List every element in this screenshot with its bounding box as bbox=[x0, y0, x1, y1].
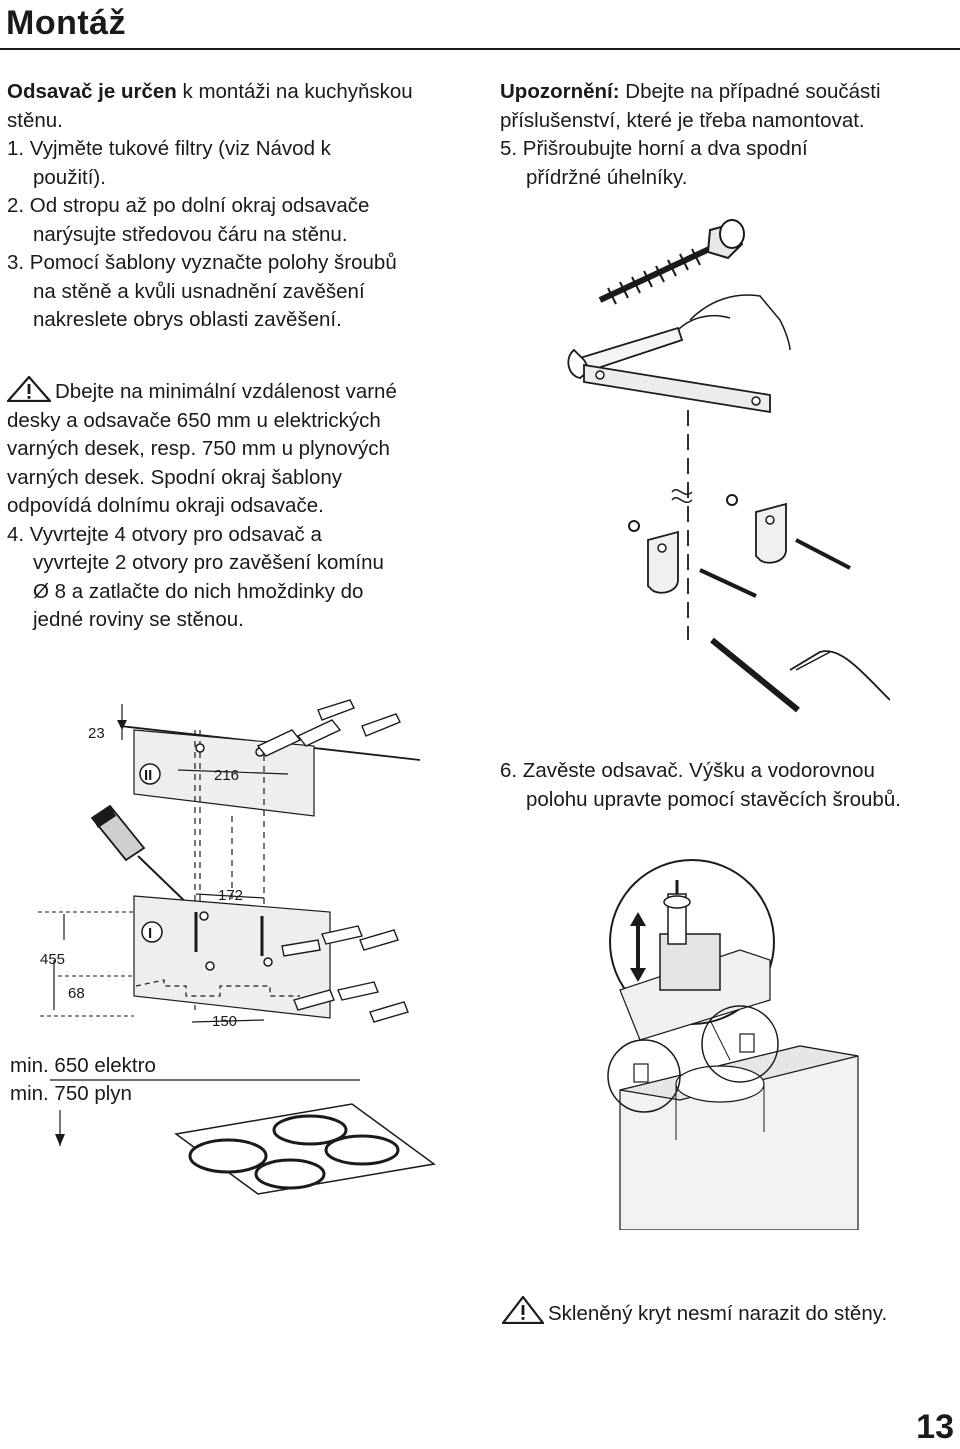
step-4-cont-3: jedné roviny se stěnou. bbox=[33, 608, 244, 631]
drill-icon bbox=[90, 804, 197, 913]
step-6-block: 6. Zavěste odsavač. Výšku a vodorovnou p… bbox=[500, 757, 960, 814]
warning-line-4: varných desek. Spodní okraj šablony bbox=[7, 465, 343, 489]
min-gas-label: min. 750 plyn bbox=[10, 1082, 132, 1105]
bottom-warning: Skleněný kryt nesmí narazit do stěny. bbox=[502, 1296, 952, 1329]
hood-body-icon bbox=[619, 1045, 859, 1230]
warning-block: Dbejte na minimální vzdálenost varné des… bbox=[7, 376, 477, 635]
notice: Upozornění: Dbejte na případné součásti bbox=[500, 78, 955, 107]
dim-68-label: 68 bbox=[68, 985, 85, 1002]
warning-line-5: odpovídá dolnímu okraji odsavače. bbox=[7, 494, 324, 517]
page-title: Montáž bbox=[6, 4, 127, 42]
adjusting-screw-detail bbox=[619, 880, 771, 1041]
step-4: 4. Vyvrtejte 4 otvory pro odsavač a bbox=[7, 522, 322, 546]
page-number: 13 bbox=[916, 1408, 954, 1446]
step-1: 1. Vyjměte tukové filtry (viz Návod k bbox=[7, 137, 331, 160]
dim-172-label: 172 bbox=[218, 887, 243, 904]
warning-line-2: desky a odsavače 650 mm u elektrických bbox=[7, 408, 381, 432]
step-6-cont: polohu upravte pomocí stavěcích šroubů. bbox=[526, 787, 901, 811]
screwdriver-icon bbox=[710, 637, 890, 713]
step-1-cont: použití). bbox=[33, 165, 106, 189]
dim-216-label: 216 bbox=[214, 767, 239, 784]
notice-cont: příslušenství, které je třeba namontovat… bbox=[500, 108, 865, 132]
intro-rest: k montáži na kuchyňskou stěnu. bbox=[7, 80, 413, 132]
warning-icon bbox=[502, 1296, 544, 1324]
hood-hanging-figure bbox=[607, 859, 859, 1230]
notice-label: Upozornění: bbox=[500, 80, 620, 103]
right-instructions: Upozornění: Dbejte na případné součásti … bbox=[500, 78, 955, 192]
small-screws-icon bbox=[699, 538, 851, 598]
notice-text: Dbejte na případné součásti bbox=[619, 80, 881, 103]
template-mark-i: I bbox=[148, 925, 152, 942]
hob-icon bbox=[174, 1103, 436, 1195]
dim-23-label: 23 bbox=[88, 725, 105, 742]
step-2-cont: narýsujte středovou čáru na stěnu. bbox=[33, 222, 348, 246]
step-5-cont: přídržné úhelníky. bbox=[526, 165, 688, 189]
step-5: 5. Přišroubujte horní a dva spodní bbox=[500, 137, 808, 160]
step-3-cont-2: nakreslete obrys oblasti zavěšení. bbox=[33, 308, 342, 331]
min-electric-label: min. 650 elektro bbox=[10, 1054, 156, 1077]
warning-line-3: varných desek, resp. 750 mm u plynových bbox=[7, 437, 390, 460]
lower-bracket-icon bbox=[647, 502, 787, 594]
step-2: 2. Od stropu až po dolní okraj odsavače bbox=[7, 194, 370, 217]
top-bracket-icon bbox=[583, 363, 771, 414]
title-divider bbox=[0, 48, 960, 50]
step-4-cont-2: Ø 8 a zatlačte do nich hmoždinky do bbox=[33, 579, 364, 603]
dowel-icons-top bbox=[256, 699, 401, 757]
dim-150-label: 150 bbox=[212, 1013, 237, 1030]
bottom-warning-line: Skleněný kryt nesmí narazit do stěny. bbox=[502, 1296, 952, 1329]
left-instructions: Odsavač je určen k montáži na kuchyňskou… bbox=[7, 78, 467, 335]
step-4-cont: vyvrtejte 2 otvory pro zavěšení komínu bbox=[33, 551, 384, 574]
template-mark-ii: II bbox=[144, 767, 152, 784]
template-drilling-figure: 23 II 216 172 I bbox=[10, 699, 436, 1195]
up-down-arrow-icon bbox=[630, 912, 646, 982]
dowel-icons-bottom bbox=[281, 925, 409, 1023]
screw-icon bbox=[598, 219, 745, 305]
warning-icon bbox=[7, 376, 51, 402]
dim-455-label: 455 bbox=[40, 951, 65, 968]
step-3: 3. Pomocí šablony vyznačte polohy šroubů bbox=[7, 251, 397, 274]
warning-line-1: Dbejte na minimální vzdálenost varné bbox=[7, 376, 477, 407]
step-3-cont: na stěně a kvůli usnadnění zavěšení bbox=[33, 279, 365, 303]
intro-bold: Odsavač je určen bbox=[7, 80, 177, 103]
bracket-mounting-figure bbox=[567, 219, 890, 713]
step-6: 6. Zavěste odsavač. Výšku a vodorovnou bbox=[500, 759, 875, 782]
intro-paragraph: Odsavač je určen k montáži na kuchyňskou… bbox=[7, 78, 467, 135]
